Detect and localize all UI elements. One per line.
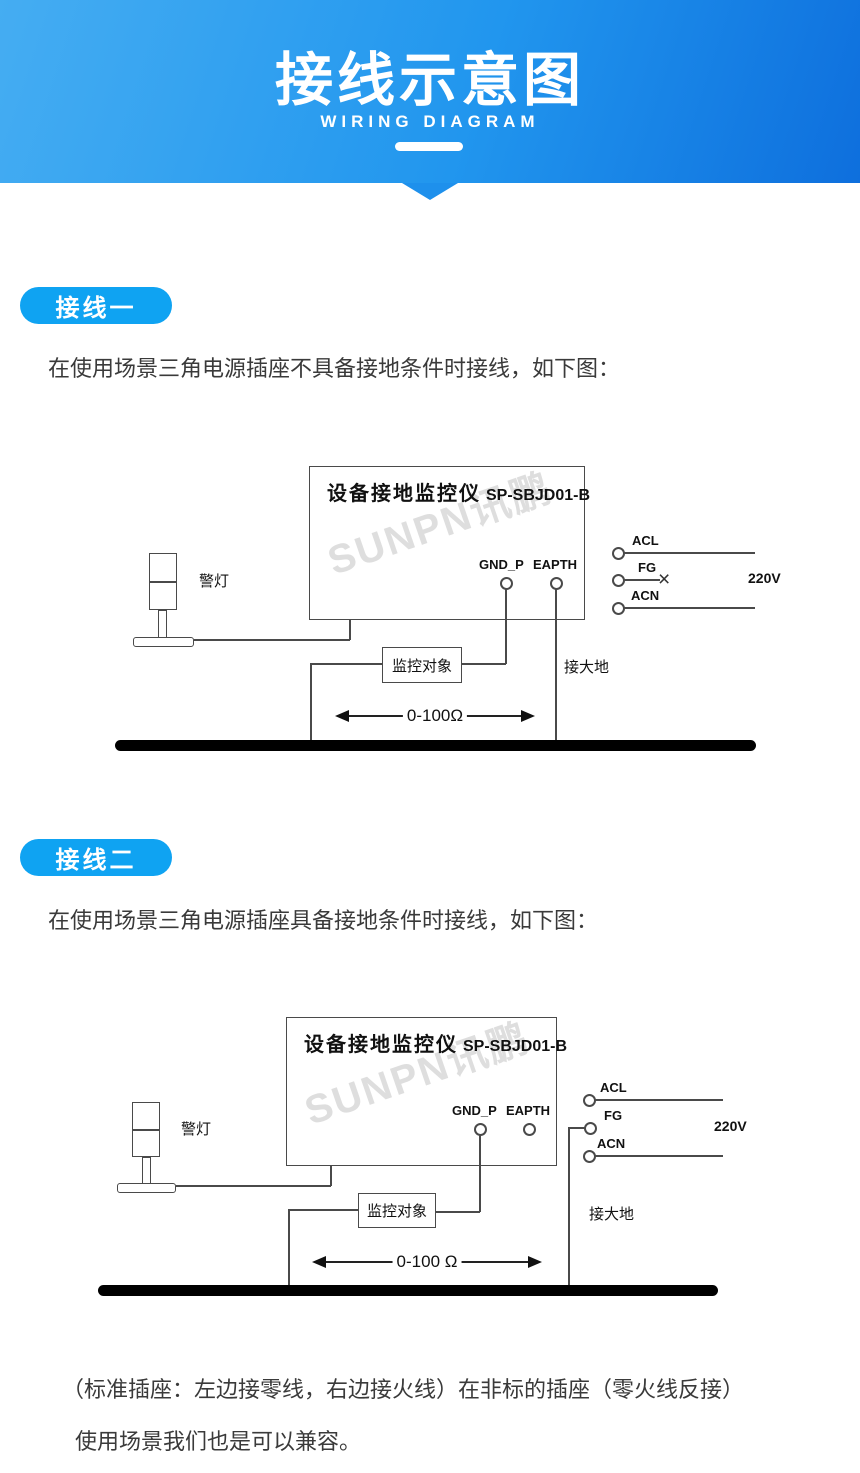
earth-terminal-circle-1 (550, 577, 563, 590)
range-label-2: 0-100 Ω (392, 1252, 462, 1272)
resistance-range-arrow-1: 0-100Ω (335, 706, 535, 726)
gnd-wire-h-1 (461, 663, 506, 665)
lamp-divider-1 (150, 581, 176, 583)
acl-line-2 (595, 1099, 723, 1101)
header-banner: 接线示意图 WIRING DIAGRAM (0, 0, 860, 183)
gnd-wire-v-2 (479, 1134, 481, 1212)
lamp-label-2: 警灯 (181, 1121, 212, 1138)
lamp-wire-v-1 (349, 619, 351, 640)
fg-circle-1 (612, 574, 625, 587)
warning-lamp-2 (132, 1102, 160, 1157)
range-arrowhead-right-1 (521, 709, 535, 722)
acl-label-1: ACL (632, 533, 659, 548)
monitor-object-box-2: 监控对象 (358, 1193, 436, 1228)
acn-circle-1 (612, 602, 625, 615)
monitor-wire-h-2 (288, 1209, 358, 1211)
acn-label-1: ACN (631, 588, 660, 603)
section1-description: 在使用场景三角电源插座不具备接地条件时接线，如下图： (48, 356, 621, 381)
header-notch-arrow-icon (402, 183, 458, 200)
earth-label-2: 接大地 (589, 1206, 635, 1223)
fg-label-1: FG (638, 560, 657, 575)
device-model-2: SP-SBJD01-B (463, 1038, 568, 1055)
gnd-terminal-circle-1 (500, 577, 513, 590)
footer-note-line1: （标准插座：左边接零线，右边接火线）在非标的插座（零火线反接） (62, 1377, 745, 1402)
gnd-terminal-circle-2 (474, 1123, 487, 1136)
fg-line-1 (624, 579, 660, 581)
earth-wire-v-1 (555, 588, 557, 741)
section1-badge: 接线一 (20, 287, 172, 324)
fg-earth-wire-v-2 (568, 1127, 570, 1290)
range-arrowhead-left-1 (335, 709, 349, 722)
acl-line-1 (624, 552, 755, 554)
earth-terminal-circle-2 (523, 1123, 536, 1136)
acl-circle-2 (583, 1094, 596, 1107)
device-box-2 (286, 1017, 557, 1166)
acn-line-1 (624, 607, 755, 609)
lamp-base-1 (133, 637, 194, 647)
lamp-wire-h-1 (194, 639, 350, 641)
monitor-wire-h-1 (310, 663, 382, 665)
lamp-base-2 (117, 1183, 176, 1193)
acl-circle-1 (612, 547, 625, 560)
monitor-object-label-1: 监控对象 (391, 657, 452, 675)
fg-disconnect-cross-icon: × (658, 568, 671, 591)
header-dash-decoration (395, 142, 463, 151)
monitor-wire-v-2 (288, 1209, 290, 1290)
earth-terminal-label-2: EAPTH (506, 1103, 551, 1118)
range-arrowhead-left-2 (312, 1255, 326, 1268)
warning-lamp-1 (149, 553, 177, 610)
acn-circle-2 (583, 1150, 596, 1163)
lamp-wire-v-2 (330, 1165, 332, 1186)
voltage-label-2: 220V (714, 1118, 747, 1134)
earth-terminal-label-1: EAPTH (533, 557, 578, 572)
earth-label-1: 接大地 (564, 659, 610, 676)
device-box-1 (309, 466, 585, 620)
footer-note-line2: 使用场景我们也是可以兼容。 (75, 1429, 362, 1454)
page-subtitle: WIRING DIAGRAM (320, 112, 540, 131)
range-arrowhead-right-2 (528, 1255, 542, 1268)
monitor-object-box-1: 监控对象 (382, 647, 462, 683)
monitor-object-label-2: 监控对象 (366, 1203, 427, 1220)
gnd-wire-h-2 (434, 1211, 480, 1213)
lamp-label-1: 警灯 (199, 573, 230, 590)
voltage-label-1: 220V (748, 570, 781, 586)
range-label-1: 0-100Ω (402, 706, 468, 726)
device-name-1: 设备接地监控仪 (327, 483, 481, 505)
ground-bar-1 (115, 740, 756, 751)
device-model-1: SP-SBJD01-B (486, 487, 591, 504)
gnd-terminal-label-2: GND_P (452, 1103, 497, 1118)
section2-badge: 接线二 (20, 839, 172, 876)
ground-bar-2 (98, 1285, 718, 1296)
resistance-range-arrow-2: 0-100 Ω (312, 1252, 542, 1272)
fg-label-2: FG (604, 1108, 623, 1123)
acn-line-2 (595, 1155, 723, 1157)
device-label-2: 设备接地监控仪 SP-SBJD01-B (304, 1028, 567, 1057)
acl-label-2: ACL (600, 1080, 627, 1095)
lamp-divider-2 (133, 1129, 159, 1131)
gnd-terminal-label-1: GND_P (479, 557, 524, 572)
gnd-wire-v-1 (505, 588, 507, 664)
device-label-1: 设备接地监控仪 SP-SBJD01-B (327, 477, 590, 506)
section2-description: 在使用场景三角电源插座具备接地条件时接线，如下图： (48, 908, 599, 933)
lamp-stem-2 (142, 1157, 151, 1184)
fg-earth-wire-h-2 (568, 1127, 585, 1129)
fg-circle-2 (584, 1122, 597, 1135)
acn-label-2: ACN (597, 1136, 626, 1151)
device-name-2: 设备接地监控仪 (304, 1034, 458, 1056)
lamp-wire-h-2 (176, 1185, 331, 1187)
page-title: 接线示意图 (274, 48, 585, 113)
monitor-wire-v-1 (310, 663, 312, 741)
lamp-stem-1 (158, 610, 167, 638)
